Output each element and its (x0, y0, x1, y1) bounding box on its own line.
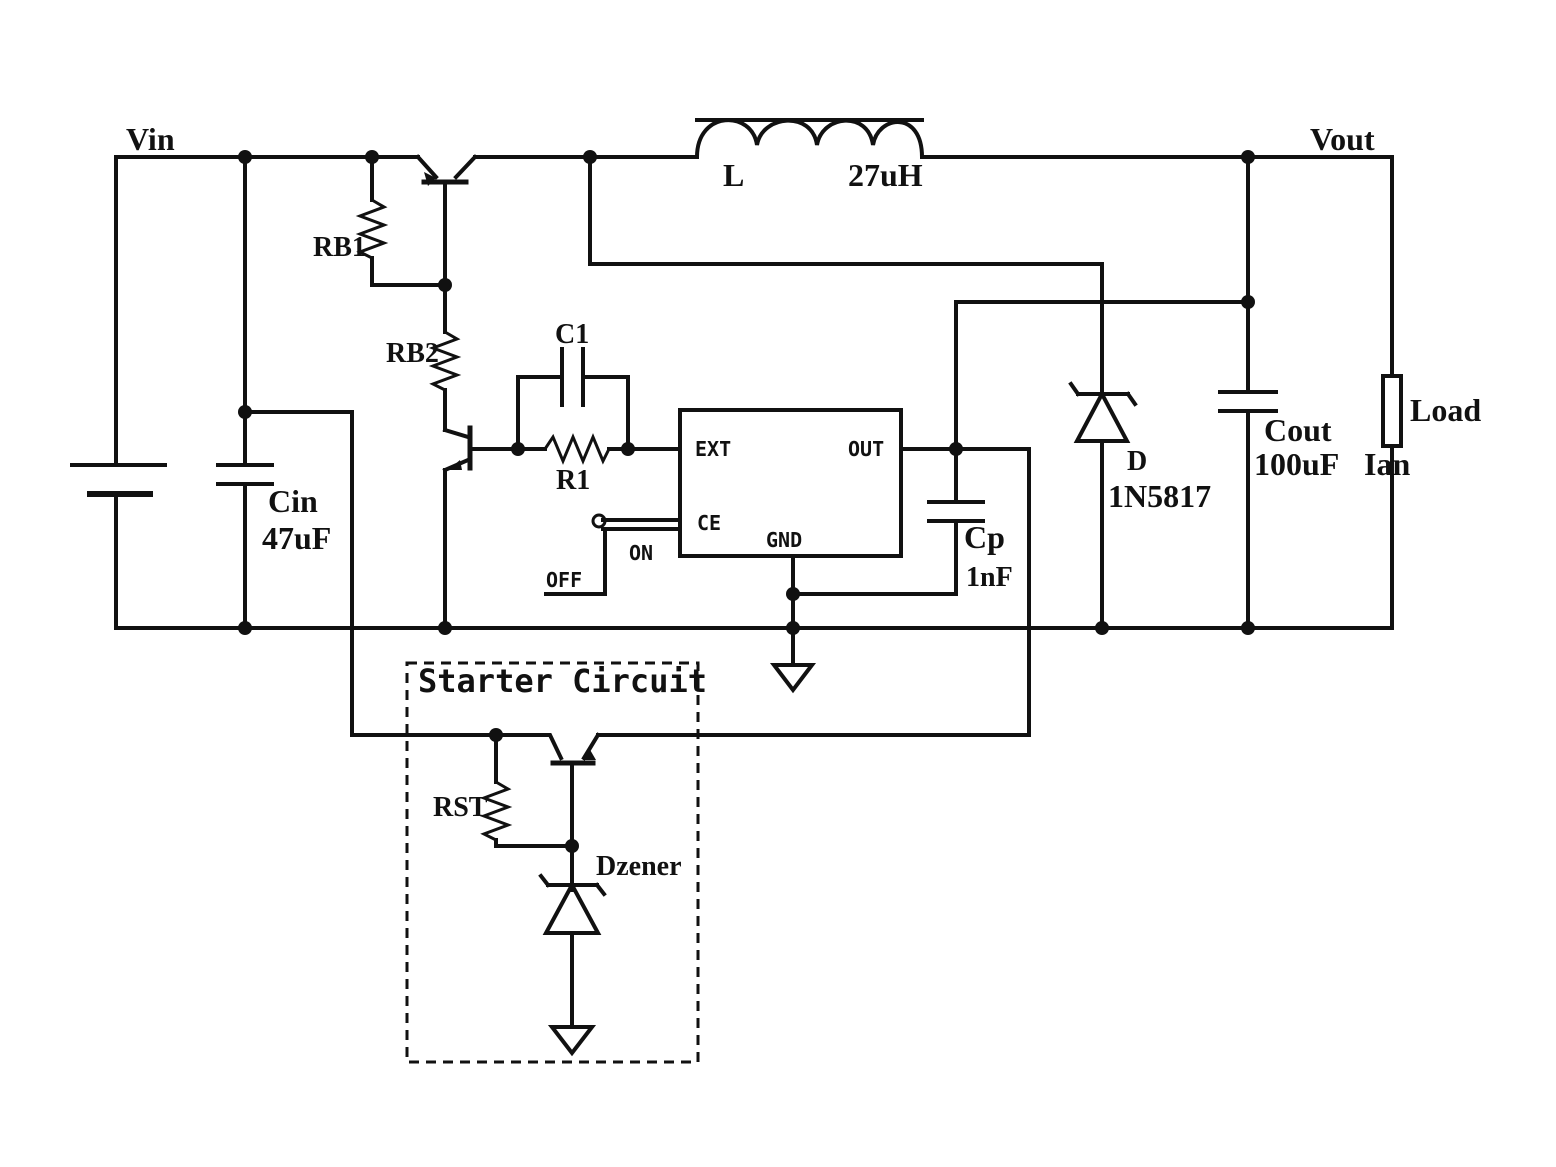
inductor-value-label: 27uH (848, 157, 923, 193)
cout-ref-label: Cout (1264, 412, 1332, 448)
dzener-label: Dzener (596, 851, 682, 882)
ce-switch (544, 513, 682, 596)
regulator-ic (678, 408, 903, 558)
ic-gnd-pin-label: GND (766, 528, 802, 552)
vout-label: Vout (1310, 121, 1375, 157)
ic-ce-pin-label: CE (697, 511, 721, 535)
battery-source (70, 155, 167, 630)
r1-resistor (516, 433, 682, 465)
switch-on-label: ON (629, 541, 653, 565)
ic-out-pin-label: OUT (848, 437, 884, 461)
cin-value-label: 47uF (262, 520, 331, 556)
rb1-resistor (355, 155, 447, 287)
c1-capacitor (516, 347, 630, 451)
cin-ref-label: Cin (268, 483, 318, 519)
rst-label: RST (433, 792, 488, 823)
starter-feed-wire (243, 410, 498, 737)
q2-npn-transistor (442, 425, 520, 630)
rb2-label: RB2 (386, 338, 439, 369)
load-resistor (1381, 155, 1403, 630)
cin-capacitor (216, 155, 274, 630)
rb2-resistor (428, 283, 462, 432)
inductor-l (694, 118, 925, 160)
starter-circuit (405, 661, 700, 1064)
rb1-label: RB1 (313, 232, 366, 263)
inductor-ref-label: L (723, 157, 744, 193)
diode-d (588, 155, 1138, 630)
cp-ref-label: Cp (964, 519, 1005, 555)
vin-label: Vin (126, 121, 175, 157)
starter-circuit-title: Starter Circuit (418, 662, 707, 700)
q1-pnp-transistor (415, 154, 478, 287)
cp-capacitor (791, 447, 985, 596)
load-ref-label: Load (1410, 392, 1481, 428)
feedback-wire (954, 300, 1250, 451)
ic-ground-wire (769, 554, 817, 694)
diode-value-label: 1N5817 (1108, 478, 1211, 514)
diode-ref-label: D (1127, 446, 1147, 477)
cout-capacitor (1218, 155, 1278, 630)
r1-label: R1 (556, 465, 590, 496)
c1-label: C1 (555, 319, 589, 350)
switch-off-label: OFF (546, 568, 582, 592)
cp-value-label: 1nF (966, 562, 1013, 593)
out-wire (596, 447, 1031, 737)
load-value-label: Ian (1364, 446, 1410, 482)
ic-ext-pin-label: EXT (695, 437, 731, 461)
cout-value-label: 100uF (1254, 446, 1339, 482)
junction-dots (238, 150, 1255, 853)
